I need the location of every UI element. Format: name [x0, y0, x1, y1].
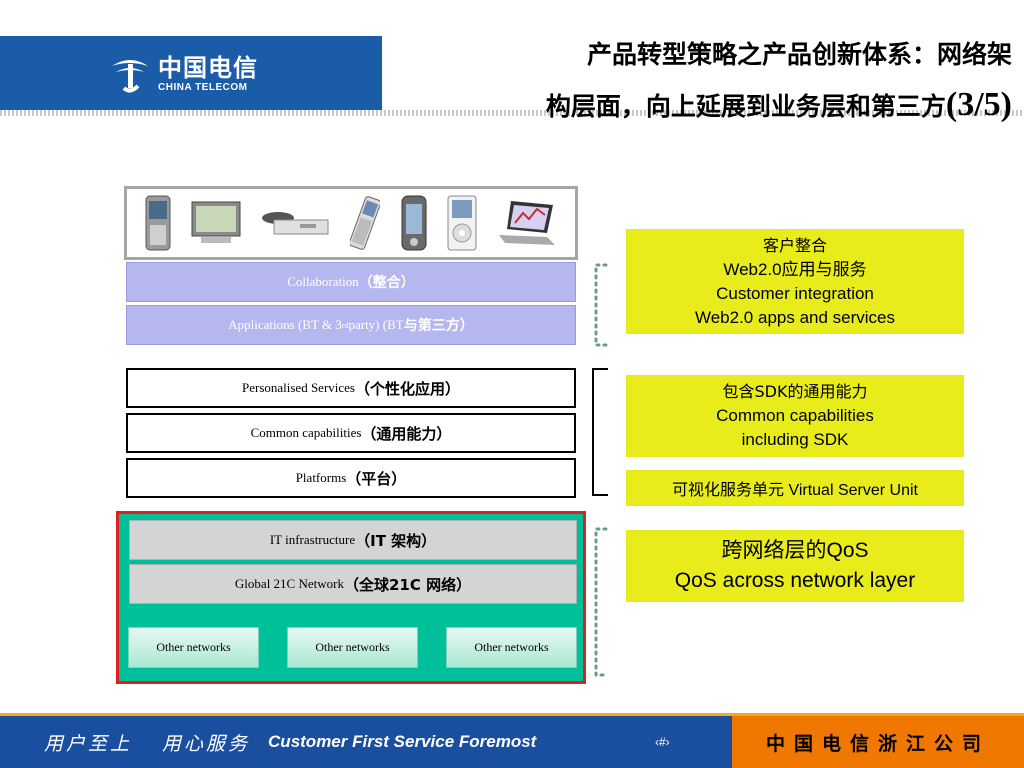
tv-icon: [191, 201, 241, 243]
slide-title: 产品转型策略之产品创新体系：网络架 构层面，向上延展到业务层和第三方(3/5): [372, 30, 1012, 132]
mobile-phone-icon: [145, 195, 171, 251]
header-divider: [0, 110, 1024, 116]
global-21c-network-layer: Global 21C Network（全球21C 网络）: [129, 564, 577, 604]
device-strip: [124, 186, 578, 260]
laptop-icon: [499, 201, 556, 245]
footer-slogan-bar: 用户至上 用心服务 Customer First Service Foremos…: [0, 713, 732, 768]
logo-bar: 中国电信 CHINA TELECOM: [0, 36, 382, 110]
other-networks-box: Other networks: [446, 627, 577, 668]
common-capabilities-layer: Common capabilities（通用能力）: [126, 413, 576, 453]
smartphone-icon: [401, 195, 427, 251]
platform-solid-bracket: [592, 368, 608, 496]
logo-chinese-text: 中国电信: [158, 53, 258, 82]
collaboration-dotted-bracket: [594, 263, 608, 347]
logo-english-text: CHINA TELECOM: [158, 82, 248, 93]
slogan-chinese-1: 用户至上: [44, 732, 133, 755]
customer-integration-callout: 客户整合 Web2.0应用与服务 Customer integration We…: [626, 229, 964, 334]
personalised-services-layer: Personalised Services（个性化应用）: [126, 368, 576, 408]
title-page-indicator: (3/5): [945, 86, 1012, 123]
common-capabilities-callout: 包含SDK的通用能力 Common capabilities including…: [626, 375, 964, 457]
qos-callout: 跨网络层的QoS QoS across network layer: [626, 530, 964, 602]
platforms-layer: Platforms（平台）: [126, 458, 576, 498]
ipod-icon: [447, 195, 477, 251]
page-number: ‹#›: [655, 735, 670, 749]
virtual-server-unit-callout: 可视化服务单元 Virtual Server Unit: [626, 470, 964, 506]
slogan-english: Customer First Service Foremost: [268, 732, 537, 751]
china-telecom-logo: 中国电信 CHINA TELECOM: [108, 46, 258, 102]
set-top-box-icon: [262, 212, 329, 235]
other-networks-box: Other networks: [128, 627, 259, 668]
network-dotted-bracket: [594, 527, 608, 677]
footer: 用户至上 用心服务 Customer First Service Foremos…: [0, 713, 1024, 768]
china-telecom-logo-icon: [112, 60, 148, 93]
network-layer-box: IT infrastructure（IT 架构） Global 21C Netw…: [116, 511, 586, 684]
title-line-2: 构层面，向上延展到业务层和第三方(3/5): [545, 86, 1012, 123]
title-line-1: 产品转型策略之产品创新体系：网络架: [586, 40, 1012, 69]
company-name: 中国电信浙江公司: [732, 713, 1024, 768]
it-infrastructure-layer: IT infrastructure（IT 架构）: [129, 520, 577, 560]
slogan-chinese-2: 用心服务: [162, 732, 251, 755]
collaboration-layer: Collaboration（整合）: [126, 262, 576, 302]
other-networks-box: Other networks: [287, 627, 418, 668]
pda-phone-icon: [349, 196, 380, 250]
